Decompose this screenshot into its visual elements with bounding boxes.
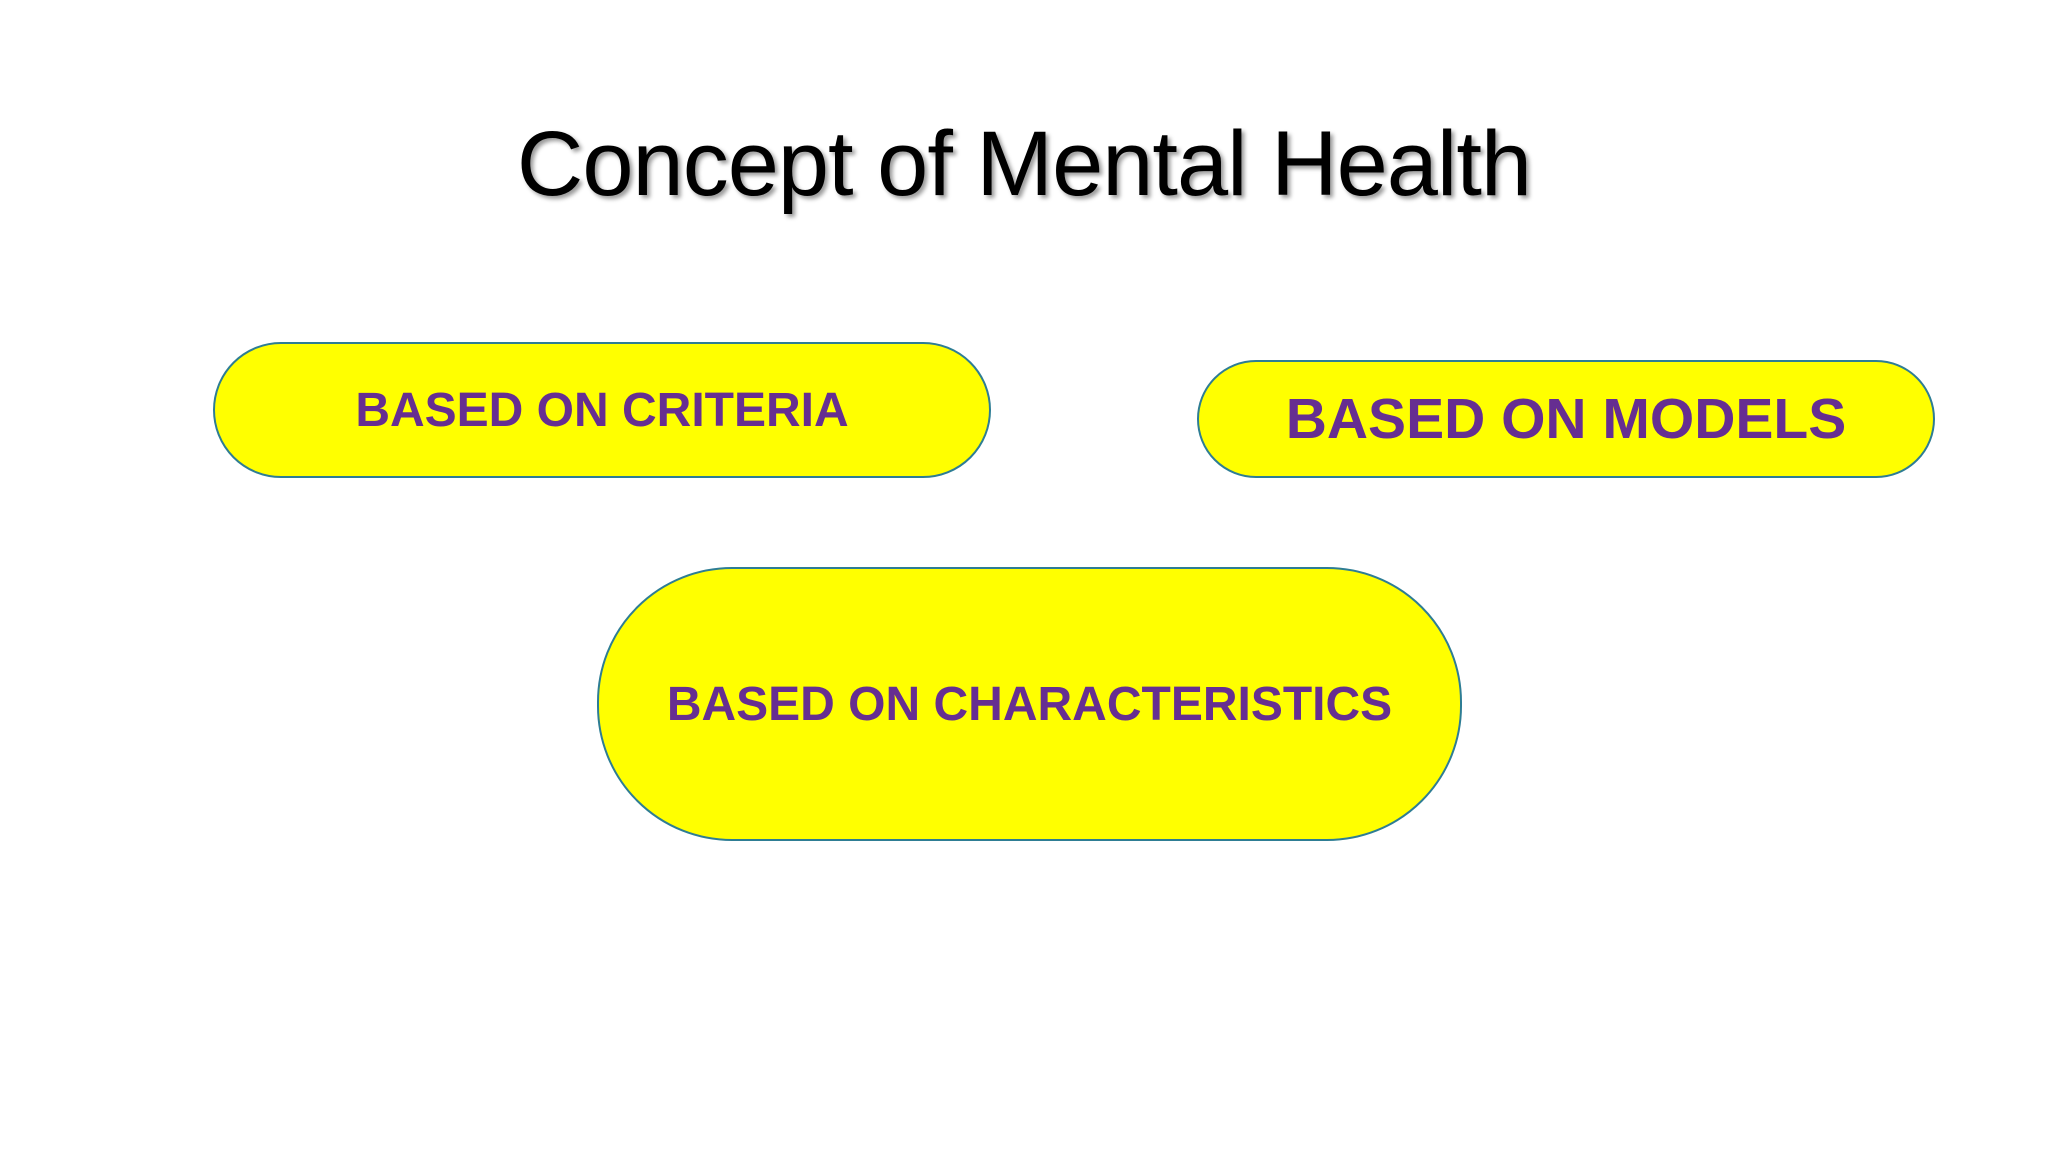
shape-based-on-criteria-label: BASED ON CRITERIA: [355, 383, 849, 437]
shape-based-on-characteristics-label: BASED ON CHARACTERISTICS: [666, 677, 1393, 731]
shape-based-on-models: BASED ON MODELS: [1197, 360, 1935, 478]
shape-based-on-criteria: BASED ON CRITERIA: [213, 342, 991, 478]
shape-based-on-models-label: BASED ON MODELS: [1285, 387, 1847, 451]
slide-title: Concept of Mental Health: [516, 113, 1532, 215]
shape-based-on-characteristics: BASED ON CHARACTERISTICS: [597, 567, 1462, 841]
